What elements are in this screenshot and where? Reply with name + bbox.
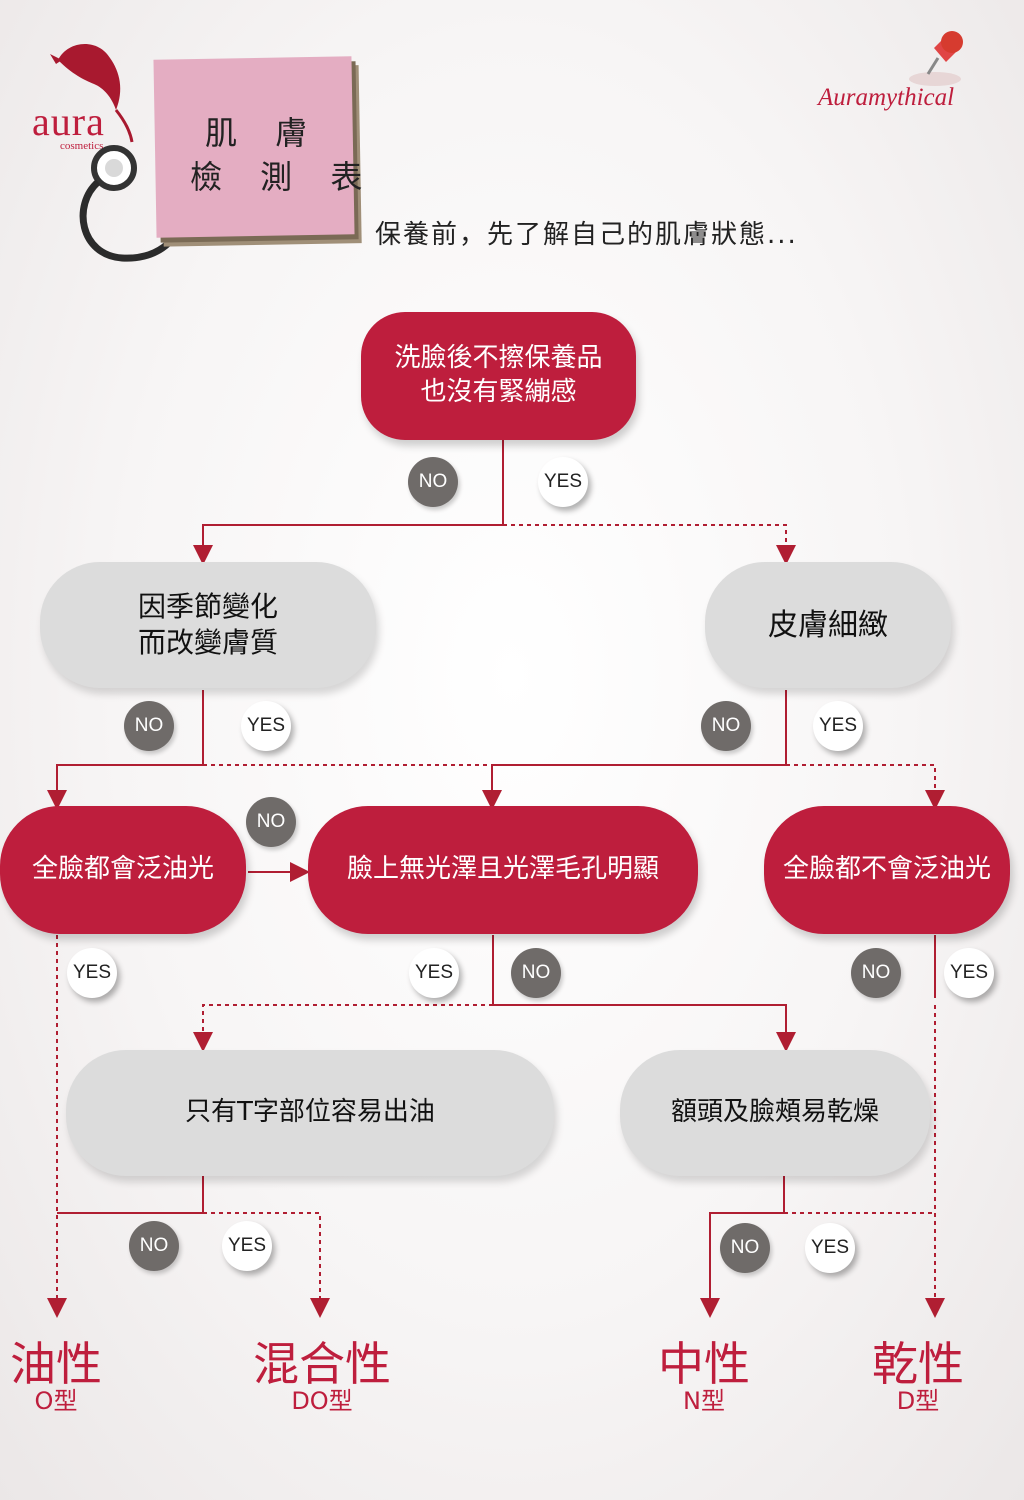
yes-badge-q5: YES	[409, 948, 459, 998]
no-badge-q5: NO	[511, 948, 561, 998]
no-badge-q2: NO	[124, 701, 174, 751]
line-q1-yes	[503, 524, 796, 565]
brand-name: Auramythical	[818, 84, 955, 111]
yes-badge-q2: YES	[241, 701, 291, 751]
no-badge-q8: NO	[720, 1223, 770, 1273]
line-q2-no	[47, 764, 203, 810]
question-forehead-cheeks-dry-text: 額頭及臉頰易乾燥	[670, 1097, 879, 1128]
title-line-1: 肌 膚	[205, 114, 322, 152]
yes-badge-q8: YES	[805, 1223, 855, 1273]
question-dull-visible-pores-text: 臉上無光澤且光澤毛孔明顯	[346, 854, 659, 885]
yes-badge-q7: YES	[222, 1221, 272, 1271]
result-neutral-code: N型	[683, 1387, 725, 1416]
question-whole-face-not-oily: 全臉都不會泛油光	[764, 806, 1010, 934]
question-t-zone-oily: 只有T字部位容易出油	[66, 1050, 554, 1176]
result-neutral: 中性 N型	[648, 1340, 760, 1415]
line-q3-no	[482, 764, 786, 810]
line-q3-yes	[786, 764, 945, 810]
result-oily-code: O型	[34, 1387, 78, 1416]
question-seasonal-change: 因季節變化 而改變膚質	[40, 562, 376, 688]
no-badge-q7: NO	[129, 1221, 179, 1271]
line-q8-no	[700, 1212, 784, 1318]
result-dry: 乾性 D型	[862, 1340, 974, 1415]
question-seasonal-change-text: 因季節變化 而改變膚質	[137, 589, 278, 659]
logo-subtext: cosmetics	[60, 140, 104, 152]
no-badge-q6: NO	[851, 948, 901, 998]
page-subtitle: 保養前，先了解自己的肌膚狀態...	[375, 220, 798, 250]
no-badge-q1: NO	[408, 457, 458, 507]
question-t-zone-oily-text: 只有T字部位容易出油	[185, 1097, 435, 1128]
result-combination-code: DO型	[291, 1387, 353, 1416]
yes-badge-q1: YES	[538, 457, 588, 507]
question-whole-face-oily-text: 全臉都會泛油光	[31, 854, 214, 885]
question-no-tightness: 洗臉後不擦保養品 也沒有緊繃感	[361, 312, 636, 440]
line-q5-yes	[193, 1004, 493, 1052]
no-badge-q3: NO	[701, 701, 751, 751]
question-whole-face-oily: 全臉都會泛油光	[0, 806, 246, 934]
yes-badge-q4: YES	[67, 948, 117, 998]
logo-wordmark: aura	[32, 99, 105, 144]
question-fine-skin: 皮膚細緻	[705, 562, 951, 688]
result-dry-code: D型	[896, 1387, 940, 1416]
result-oily: 油性 O型	[0, 1340, 112, 1415]
question-fine-skin-text: 皮膚細緻	[768, 607, 888, 643]
question-dull-visible-pores: 臉上無光澤且光澤毛孔明顯	[308, 806, 698, 934]
result-oily-name: 油性	[10, 1337, 102, 1391]
question-no-tightness-text: 洗臉後不擦保養品 也沒有緊繃感	[394, 343, 603, 407]
result-neutral-name: 中性	[658, 1337, 750, 1391]
result-combination-name: 混合性	[253, 1337, 391, 1391]
result-dry-name: 乾性	[872, 1337, 964, 1391]
aura-logo	[28, 30, 148, 160]
result-combination: 混合性 DO型	[240, 1340, 404, 1415]
bird-logo-icon	[50, 43, 134, 143]
title-line-2: 檢 測 表	[190, 158, 377, 196]
no-badge-q4: NO	[246, 797, 296, 847]
line-q5-no	[493, 1004, 796, 1052]
question-forehead-cheeks-dry: 額頭及臉頰易乾燥	[620, 1050, 930, 1176]
yes-badge-q6: YES	[944, 948, 994, 998]
push-pin-icon	[909, 31, 963, 86]
line-q1-no	[193, 524, 503, 565]
yes-badge-q3: YES	[813, 701, 863, 751]
question-whole-face-not-oily-text: 全臉都不會泛油光	[782, 854, 991, 885]
